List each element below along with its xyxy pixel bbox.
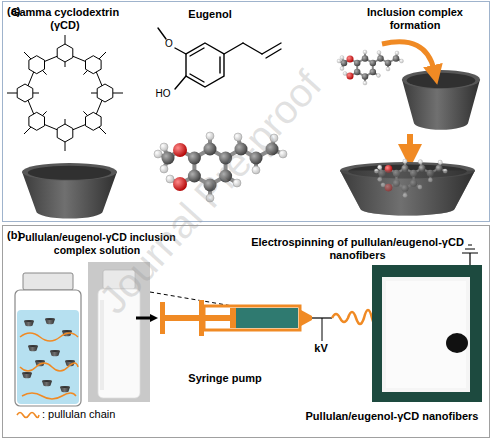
collector [462, 245, 478, 265]
eugenol-skeletal [190, 74, 204, 82]
collector [372, 265, 482, 402]
cyclodextrin-structure [7, 35, 123, 151]
cyclodextrin-structure [83, 111, 87, 115]
syringe [160, 302, 165, 334]
syringe [199, 300, 204, 336]
solution-vial [20, 333, 78, 399]
cyclodextrin-structure [24, 52, 31, 59]
eugenol-skeletal [219, 57, 220, 73]
solution-vial [20, 333, 78, 341]
solution-vial [60, 386, 70, 392]
cyclodextrin-structure [57, 124, 73, 142]
legend-line [17, 412, 39, 417]
solution-photo [88, 262, 150, 402]
solution-vial [15, 290, 81, 406]
cone-front [340, 171, 475, 216]
eugenol-skeletal [266, 49, 281, 58]
eugenol-skeletal [158, 28, 281, 89]
cyclodextrin-structure [99, 52, 106, 59]
device-label: Syringe pump [170, 372, 280, 385]
solution-photo [88, 262, 150, 402]
step-title: Pullulan/eugenol-γCD inclusion complex s… [2, 231, 192, 256]
panel-box: (b) [2, 225, 490, 438]
solution-vial [24, 320, 34, 326]
cyclodextrin-structure [29, 56, 45, 74]
eugenol-skeletal [224, 43, 243, 54]
eugenol-skeletal [186, 43, 224, 87]
cyclodextrin-structure [99, 127, 106, 134]
cyclodextrin-structure [86, 112, 102, 130]
legend-text: : pullulan chain [42, 408, 115, 421]
solution-vial [42, 380, 52, 386]
cyclodextrin-structure [91, 93, 97, 94]
syringe [160, 300, 332, 341]
step-title: Electrospinning of pullulan/eugenol-γCD … [245, 236, 470, 262]
panel-box: (a) [2, 1, 490, 222]
solution-vial [22, 372, 32, 378]
cyclodextrin-cone [22, 163, 117, 218]
solution-vial [28, 345, 38, 351]
collector [446, 333, 468, 353]
syringe [322, 318, 323, 341]
cyclodextrin-structure [25, 53, 105, 133]
solution-vial [45, 318, 55, 324]
syringe [236, 308, 298, 328]
cyclodextrin-structure [33, 93, 39, 94]
solution-photo [100, 300, 104, 390]
cyclodextrin-structure [7, 93, 17, 94]
voltage-label: kV [305, 342, 337, 355]
solution-vial [23, 273, 73, 290]
cyclodextrin-cone [402, 70, 480, 130]
eugenol-skeletal [262, 43, 281, 54]
syringe [230, 308, 236, 328]
eugenol-skeletal [243, 43, 262, 54]
insertion-arrow [382, 42, 434, 70]
solution-vial [15, 273, 81, 406]
solution-photo [98, 289, 140, 398]
solution-vial [22, 393, 76, 399]
cyclodextrin-structure [57, 44, 73, 62]
push-arrow [136, 317, 152, 320]
solution-photo [103, 270, 135, 289]
cyclodextrin-structure [97, 84, 113, 102]
cyclodextrin-structure [24, 127, 31, 134]
cyclodextrin-structure [113, 93, 123, 94]
atom-label: O [163, 38, 175, 50]
down-arrow [407, 134, 413, 150]
cyclodextrin-structure [17, 84, 33, 102]
syringe [165, 315, 232, 321]
cyclodextrin-structure [86, 56, 102, 74]
eugenol-skeletal [175, 48, 186, 54]
syringe [301, 310, 312, 326]
cyclodextrin-structure [83, 70, 87, 74]
cyclodextrin-structure [42, 70, 46, 74]
legend-sample [16, 409, 40, 421]
atom-label: HO [152, 88, 174, 100]
legend-row: : pullulan chain [16, 408, 115, 421]
structure-title: Inclusion complex formation [348, 6, 482, 32]
product-label: Pullulan/eugenol-γCD nanofibers [294, 410, 490, 423]
cyclodextrin-structure [29, 112, 45, 130]
cyclodextrin-structure [42, 111, 46, 115]
collector [382, 277, 470, 392]
solution-vial [17, 310, 79, 404]
eugenol-small-model [337, 50, 404, 85]
eugenol-3d-model [154, 132, 287, 202]
cyclodextrin-structure [7, 35, 123, 151]
solution-vial [20, 363, 78, 371]
structure-title: Gamma cyclodextrin (γCD) [6, 6, 124, 32]
structure-title: Eugenol [170, 8, 250, 21]
solution-vial [50, 350, 60, 356]
eugenol-skeletal [190, 48, 204, 56]
eugenol-skeletal [175, 76, 186, 89]
eugenol-skeletal [158, 28, 166, 39]
collector [372, 245, 482, 402]
watermark: Journal Pre-proof [78, 50, 341, 335]
